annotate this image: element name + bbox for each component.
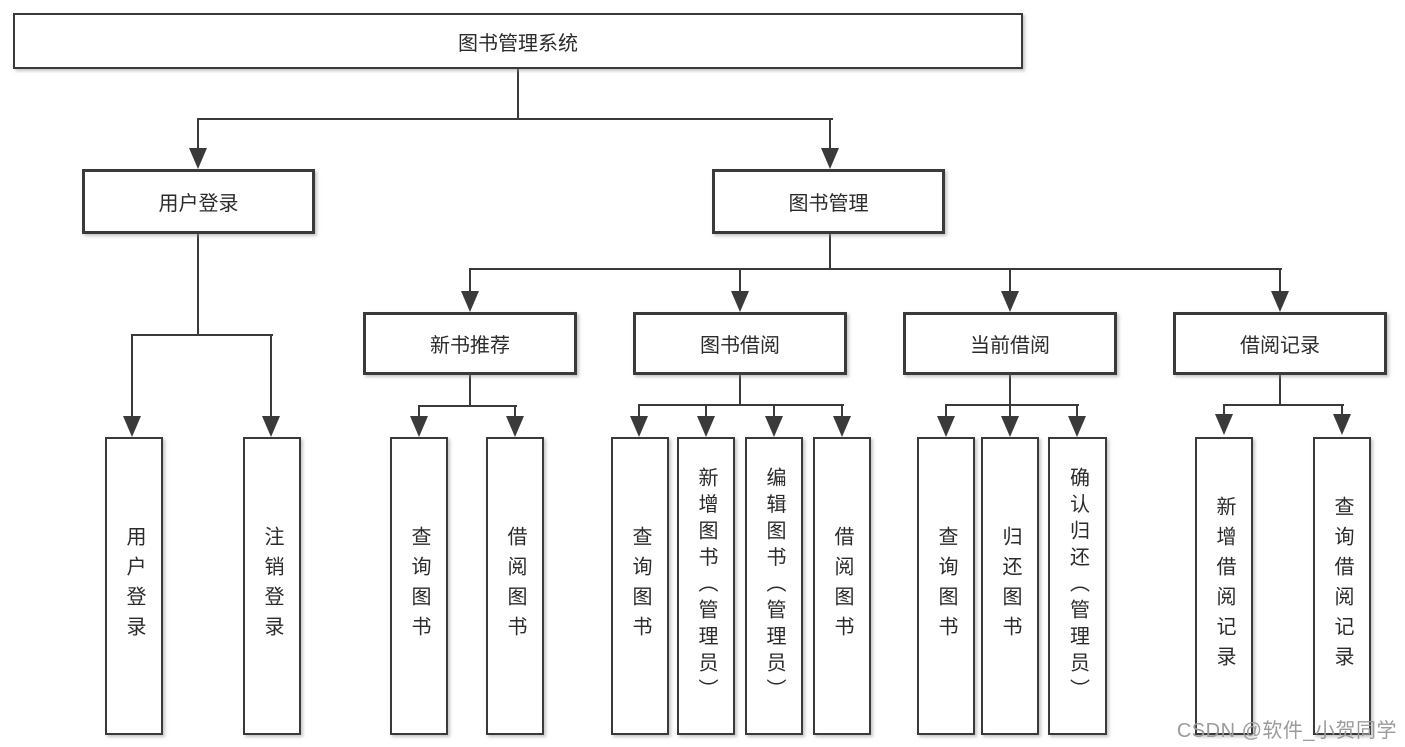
node-current-query-books: 查询图书 [917, 437, 975, 735]
arrowhead-nb-borrow-icon [506, 416, 524, 437]
connector-drop-book-borrowing [739, 268, 741, 291]
node-borrowing-records: 借阅记录 [1173, 312, 1387, 375]
node-book-management: 图书管理 [712, 169, 945, 234]
node-label: 注销登录 [261, 526, 283, 646]
connector-l3-branch [469, 268, 1282, 270]
connector-user-login-stub [197, 233, 199, 336]
connector-drop-new-book [469, 268, 471, 291]
connector-drop-cb-query [945, 404, 947, 417]
node-label: 用户登录 [158, 193, 239, 215]
connector-drop-cb-confirm [1076, 404, 1078, 417]
connector-newbook-branch [418, 405, 517, 407]
arrowhead-logout-action-icon [262, 416, 280, 437]
arrowhead-current-borrowing-icon [1001, 291, 1019, 312]
connector-drop-nb-borrow [514, 405, 516, 417]
csdn-watermark: CSDN @软件_小贺同学 [1176, 720, 1397, 742]
node-user-login: 用户登录 [82, 169, 315, 234]
arrowhead-cb-confirm-icon [1068, 416, 1086, 437]
connector-user-login-branch [131, 334, 273, 336]
node-user-login-action: 用户登录 [105, 437, 163, 735]
connector-drop-bb-borrow [841, 404, 843, 417]
arrowhead-bb-borrow-icon [833, 416, 851, 437]
connector-drop-bb-query [638, 404, 640, 417]
node-label: 查询图书 [935, 526, 957, 646]
arrowhead-book-borrowing-icon [731, 291, 749, 312]
node-label: 用户登录 [123, 526, 145, 646]
node-current-return-books: 归还图书 [981, 437, 1039, 735]
node-label: 确认归还（管理员） [1066, 467, 1089, 705]
connector-drop-user-login [197, 118, 199, 150]
node-library-management-system: 图书管理系统 [13, 13, 1023, 69]
arrowhead-bb-query-icon [630, 416, 648, 437]
connector-drop-logout-action [270, 334, 272, 416]
connector-borrowing-branch [638, 404, 844, 406]
node-label: 归还图书 [999, 526, 1021, 646]
connector-records-stub [1279, 375, 1281, 406]
arrowhead-br-query-icon [1333, 414, 1351, 435]
node-label: 新增图书（管理员） [695, 467, 717, 705]
node-logout-action: 注销登录 [243, 437, 301, 735]
connector-drop-nb-query [418, 405, 420, 417]
node-label: 编辑图书（管理员） [763, 467, 785, 705]
node-records-query-record: 查询借阅记录 [1313, 437, 1371, 735]
node-label: 查询图书 [408, 526, 430, 646]
connector-drop-cb-return [1009, 404, 1011, 417]
node-borrow-query-books: 查询图书 [611, 437, 669, 735]
connector-drop-borrowing-records [1279, 268, 1281, 291]
node-label: 借阅图书 [504, 526, 526, 646]
node-newbook-query-books: 查询图书 [390, 437, 448, 735]
node-current-confirm-return-admin: 确认归还（管理员） [1048, 437, 1107, 735]
connector-drop-br-add [1223, 404, 1225, 417]
arrowhead-user-login-icon [189, 148, 207, 169]
node-label: 新增借阅记录 [1213, 496, 1235, 676]
arrowhead-br-add-icon [1215, 414, 1233, 435]
connector-drop-bb-add [705, 404, 707, 417]
node-records-add-record: 新增借阅记录 [1195, 437, 1253, 735]
node-label: 图书管理 [788, 193, 869, 215]
node-label: 当前借阅 [970, 335, 1050, 357]
node-label: 图书借阅 [700, 335, 780, 357]
node-newbook-borrow-books: 借阅图书 [486, 437, 544, 735]
connector-drop-login-action [131, 334, 133, 416]
connector-current-branch [945, 404, 1079, 406]
node-current-borrowing: 当前借阅 [903, 312, 1117, 375]
node-borrow-borrow-books: 借阅图书 [813, 437, 871, 735]
connector-newbook-stub [469, 375, 471, 407]
connector-borrowing-stub [739, 375, 741, 406]
arrowhead-bb-add-icon [697, 416, 715, 437]
connector-root-stub [517, 68, 519, 120]
node-label: 查询借阅记录 [1331, 496, 1353, 676]
arrowhead-login-action-icon [123, 416, 141, 437]
connector-l2-branch [197, 118, 833, 120]
node-label: 借阅记录 [1240, 335, 1320, 357]
connector-records-branch [1223, 404, 1344, 406]
arrowhead-bb-edit-icon [765, 416, 783, 437]
connector-current-stub [1009, 375, 1011, 406]
connector-drop-current-borrowing [1009, 268, 1011, 291]
arrowhead-book-management-icon [821, 148, 839, 169]
connector-book-management-stub [829, 233, 831, 270]
arrowhead-nb-query-icon [410, 416, 428, 437]
node-label: 图书管理系统 [458, 32, 578, 55]
node-new-book-recommend: 新书推荐 [363, 312, 577, 375]
connector-drop-br-query [1341, 404, 1343, 417]
node-borrow-add-books-admin: 新增图书（管理员） [677, 437, 735, 735]
arrowhead-cb-query-icon [937, 416, 955, 437]
arrowhead-cb-return-icon [1001, 416, 1019, 437]
connector-drop-bb-edit [773, 404, 775, 417]
node-label: 查询图书 [629, 526, 651, 646]
node-label: 新书推荐 [430, 335, 510, 357]
arrowhead-new-book-icon [461, 291, 479, 312]
node-borrow-edit-books-admin: 编辑图书（管理员） [745, 437, 803, 735]
node-book-borrowing: 图书借阅 [633, 312, 847, 375]
node-label: 借阅图书 [831, 526, 853, 646]
arrowhead-borrowing-records-icon [1271, 291, 1289, 312]
connector-drop-book-management [829, 118, 831, 150]
